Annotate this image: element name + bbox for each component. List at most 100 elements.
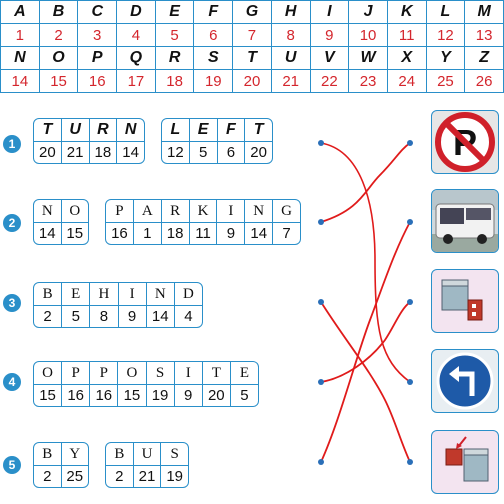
number: 14 — [146, 305, 175, 327]
left-dot-3[interactable] — [318, 299, 324, 305]
number-cell: 17 — [116, 69, 156, 93]
right-dot-2[interactable] — [407, 219, 413, 225]
number: 2 — [106, 465, 134, 487]
letter: B — [34, 283, 63, 305]
number-cell: 18 — [154, 69, 195, 93]
letter: T — [253, 121, 264, 138]
left-dot-2[interactable] — [318, 219, 324, 225]
letter: T — [34, 119, 62, 141]
letter: N — [245, 200, 274, 222]
number: 5 — [189, 141, 218, 163]
left-dot-4[interactable] — [318, 379, 324, 385]
letter: N — [124, 121, 137, 138]
number: 21 — [61, 141, 90, 163]
number-cell: 14 — [0, 69, 40, 93]
alphabet-row-letters-1: A B C D E F G H I J K L M — [0, 0, 504, 24]
alphabet-row-letters-2: N O P Q R S T U V W X Y Z — [0, 46, 504, 70]
letter: R — [162, 200, 190, 222]
letter-cell: A — [0, 0, 40, 24]
number: 5 — [62, 305, 91, 327]
letter: S — [147, 362, 175, 384]
letter: L — [162, 119, 190, 141]
number: 4 — [174, 305, 202, 327]
number: 6 — [217, 141, 246, 163]
number: 5 — [230, 384, 258, 406]
letter: R — [90, 119, 118, 141]
number: 9 — [118, 305, 147, 327]
right-dot-4[interactable] — [407, 379, 413, 385]
letter: P — [62, 362, 91, 384]
left-dot-5[interactable] — [318, 459, 324, 465]
number: 14 — [34, 222, 62, 244]
number: 7 — [273, 222, 300, 244]
letter: S — [170, 445, 179, 462]
letter: N — [34, 200, 62, 222]
letter: H — [90, 283, 119, 305]
letter-cell: J — [348, 0, 388, 24]
match-line — [320, 142, 411, 383]
letter: N — [147, 283, 175, 305]
row-number-2: 2 — [3, 214, 21, 232]
number: 9 — [217, 222, 246, 244]
number: 16 — [90, 384, 119, 406]
number-cell: 4 — [116, 23, 156, 47]
number-cell: 22 — [309, 69, 350, 93]
alphabet-row-numbers-2: 14 15 16 17 18 19 20 21 22 23 24 25 26 — [0, 69, 504, 93]
letter: I — [119, 283, 147, 305]
letter-cell: E — [154, 0, 195, 24]
letter: F — [218, 119, 246, 141]
number: 15 — [34, 384, 63, 406]
number: 16 — [62, 384, 91, 406]
number-cell: 20 — [232, 69, 272, 93]
alphabet-row-numbers-1: 1 2 3 4 5 6 7 8 9 10 11 12 13 — [0, 23, 504, 47]
number: 19 — [161, 465, 188, 487]
letter: I — [175, 362, 203, 384]
number: 15 — [118, 384, 147, 406]
number: 21 — [133, 465, 162, 487]
number-cell: 23 — [348, 69, 388, 93]
letter: E — [62, 283, 91, 305]
letter: B — [34, 443, 62, 465]
bus-icon — [431, 189, 499, 253]
number-cell: 21 — [270, 69, 311, 93]
letter: G — [281, 202, 292, 219]
letter: U — [134, 443, 162, 465]
no-parking-sign-icon: P — [431, 110, 499, 174]
right-dot-5[interactable] — [407, 459, 413, 465]
number: 8 — [90, 305, 119, 327]
number: 18 — [89, 141, 118, 163]
number-cell: 16 — [77, 69, 118, 93]
letter: O — [69, 202, 81, 219]
number: 18 — [161, 222, 190, 244]
letter: O — [118, 362, 147, 384]
match-line — [320, 142, 411, 223]
letter-cell: K — [386, 0, 427, 24]
alphabet-table: A B C D E F G H I J K L M 1 2 3 4 5 6 7 … — [0, 0, 504, 93]
turn-left-sign-icon — [431, 349, 499, 413]
letter: P — [90, 362, 119, 384]
letter: A — [134, 200, 162, 222]
row-number-1: 1 — [3, 135, 21, 153]
number: 20 — [34, 141, 62, 163]
letter: E — [190, 119, 218, 141]
letter: I — [217, 200, 246, 222]
left-dot-1[interactable] — [318, 140, 324, 146]
number: 20 — [245, 141, 272, 163]
letter-cell: M — [464, 0, 504, 24]
right-dot-1[interactable] — [407, 140, 413, 146]
number: 2 — [34, 465, 62, 487]
row-number-5: 5 — [3, 456, 21, 474]
letter: E — [239, 364, 250, 381]
number-cell: 2 — [38, 23, 79, 47]
right-dot-3[interactable] — [407, 299, 413, 305]
number-cell: 24 — [386, 69, 427, 93]
number: 15 — [61, 222, 88, 244]
